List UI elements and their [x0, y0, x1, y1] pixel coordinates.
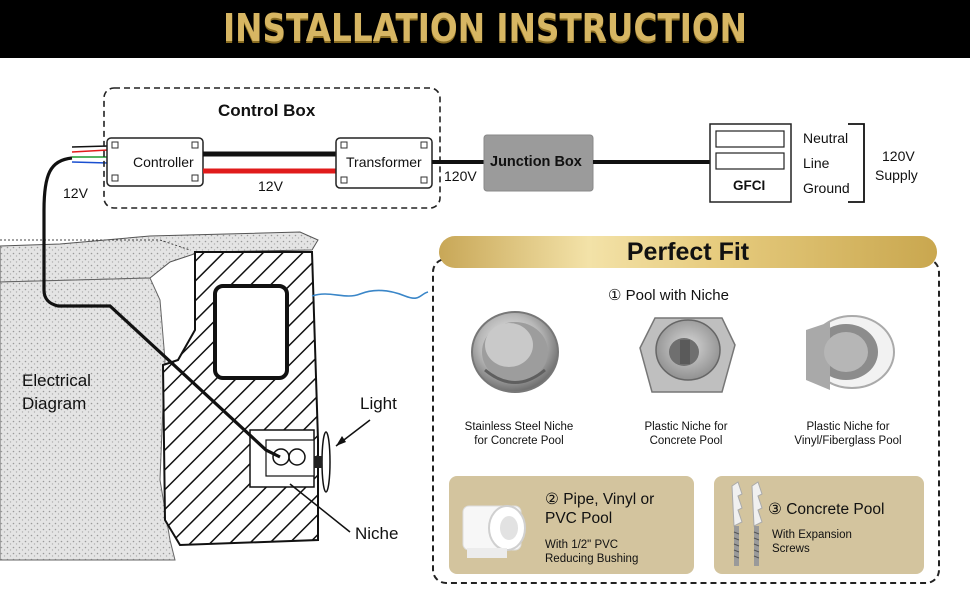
electrical-diagram	[0, 87, 895, 561]
control-box-title: Control Box	[218, 101, 316, 120]
voltage-12v-mid: 12V	[258, 178, 283, 194]
expansion-screws-image	[731, 481, 763, 566]
niche-caption-stainless: Stainless Steel Niche for Concrete Pool	[464, 421, 574, 447]
pipe-pool-card: ② Pipe, Vinyl or PVC Pool With 1/2" PVC …	[449, 476, 694, 574]
ground-label: Ground	[803, 180, 850, 196]
line-label: Line	[803, 155, 830, 171]
header-banner	[0, 0, 970, 58]
controller-label: Controller	[133, 154, 194, 170]
low-voltage-cable	[42, 156, 281, 459]
wall-opening	[213, 284, 289, 380]
transformer-label: Transformer	[346, 154, 422, 170]
pool-with-niche-heading: ① Pool with Niche	[608, 287, 729, 304]
plastic-niche-vinyl-image	[806, 315, 895, 390]
perfect-fit-banner	[439, 236, 937, 268]
controller-box	[106, 137, 204, 187]
neutral-label: Neutral	[803, 130, 849, 146]
stainless-niche-image	[471, 311, 559, 393]
supply-label-line2: Supply	[875, 167, 918, 183]
supply-label-line1: 120V	[882, 148, 915, 164]
electrical-label-line1: Electrical	[22, 371, 91, 390]
ground-wall	[0, 277, 176, 561]
perfect-fit-title: Perfect Fit	[626, 238, 750, 266]
control-box-frame	[103, 87, 441, 209]
electrical-label-line2: Diagram	[22, 394, 87, 413]
light-fixture	[321, 431, 331, 493]
voltage-12v-left: 12V	[63, 185, 88, 201]
plastic-niche-concrete-image	[639, 317, 736, 393]
voltage-120v: 120V	[444, 168, 477, 184]
gfci-label: GFCI	[733, 178, 766, 193]
niche-label: Niche	[355, 524, 399, 543]
concrete-pool-card: ③ Concrete Pool With Expansion Screws	[714, 476, 924, 574]
pvc-bushing-image	[462, 505, 526, 558]
junction-box-label: Junction Box	[490, 154, 582, 170]
niche-caption-plastic-concrete: Plastic Niche for Concrete Pool	[644, 421, 728, 447]
page-title: INSTALLATION INSTRUCTION	[222, 6, 748, 50]
light-label: Light	[360, 394, 397, 413]
supply-bracket	[848, 123, 865, 203]
water-line	[311, 289, 429, 299]
niche-caption-plastic-vinyl: Plastic Niche for Vinyl/Fiberglass Pool	[794, 421, 902, 447]
